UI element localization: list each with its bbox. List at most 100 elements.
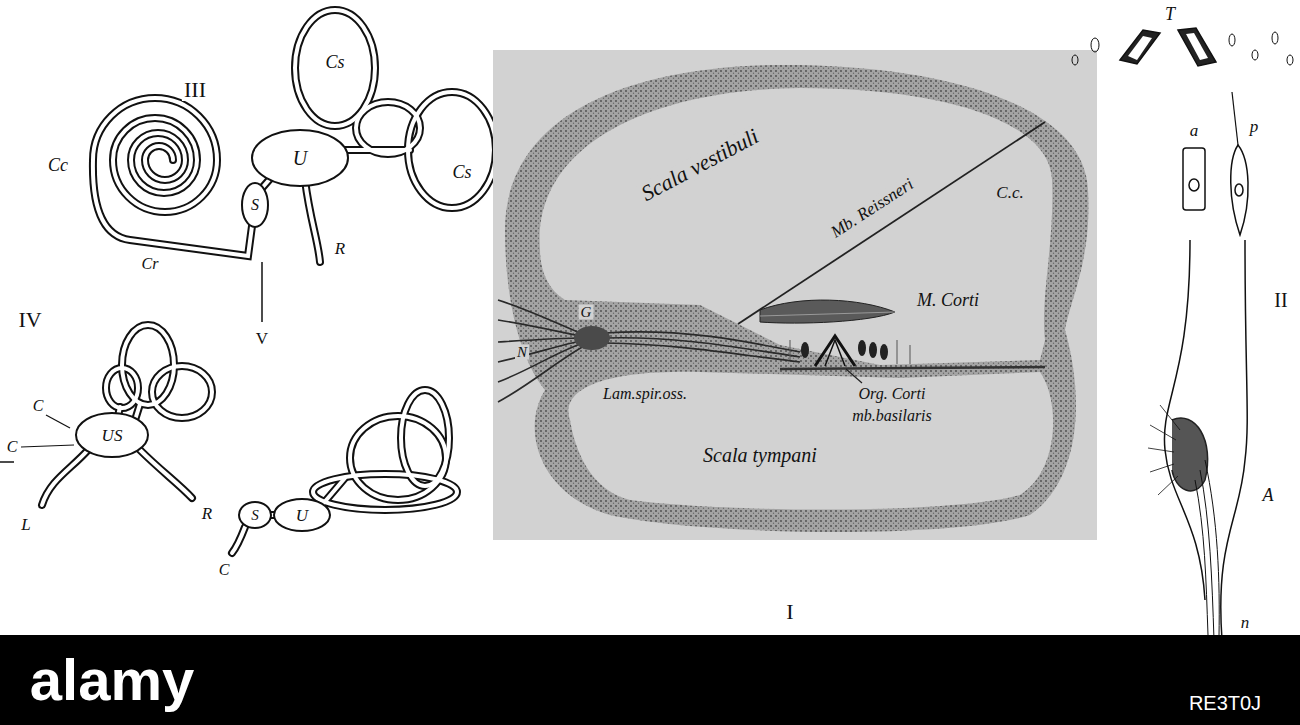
watermark-bar [0,635,1300,725]
part-label: C [5,439,20,455]
part-label: S [249,197,261,213]
part-label: V [254,330,270,347]
labyrinth-drawing [322,478,345,505]
cochlea-section [880,344,888,360]
otolith-and-hair-cells [1178,28,1216,66]
region-label: Scala tympani [701,445,819,465]
part-label: Org. Corti [857,386,928,402]
figure-number: II [1272,290,1289,310]
labyrinth-drawing [408,92,496,208]
otolith-and-hair-cells [1186,33,1208,60]
labyrinth-drawing [261,262,263,322]
cochlea-section [801,340,888,360]
otolith-and-hair-cells [1091,38,1099,52]
otolith-and-hair-cells [1150,425,1176,440]
labyrinth-drawing [274,499,330,531]
cochlea-section [574,326,610,350]
labyrinth-drawing [232,527,245,553]
cochlea-section [815,336,855,366]
labyrinth-drawing [42,450,88,505]
otolith-and-hair-cells [1195,480,1208,635]
cochlea-section [498,342,586,382]
cochlea-section [815,336,855,366]
part-label: C.c. [994,184,1025,201]
otolith-and-hair-cells [1160,405,1180,430]
labyrinth-drawing [106,368,138,408]
part-label: Lam.spir.oss. [601,386,689,402]
labyrinth-drawing [232,527,245,553]
part-label: Cs [323,53,346,71]
cochlea-section [605,338,800,357]
labyrinth-drawing [313,474,457,510]
otolith-and-hair-cells [1235,184,1243,196]
cochlea-section [760,312,895,316]
part-label: U [294,507,310,524]
part-label: Cs [450,163,473,181]
labyrinth-drawing [93,98,252,256]
labyrinth-drawing [0,461,14,463]
cochlea-section [498,300,585,335]
figure-number: III [182,79,208,101]
labyrinth-drawing [242,183,268,227]
otolith-and-hair-cells [1252,50,1258,60]
part-label: a [1188,122,1201,139]
part-label: M. Corti [915,291,981,309]
labyrinth-drawing [122,325,174,405]
figure-number: IV [16,309,43,331]
cochlea-section [801,342,809,358]
labyrinth-drawing [313,474,457,510]
cochlea-section [910,345,911,364]
part-label: R [333,240,347,257]
part-label: p [1248,118,1261,135]
otolith-and-hair-cells [1231,145,1248,235]
labyrinth-drawing [140,450,192,498]
figure-number: I [784,601,795,623]
labyrinth-drawing [46,415,70,428]
labyrinth-drawing [408,92,496,208]
cochlea-section [505,65,1088,532]
otolith-and-hair-cells [1221,240,1247,640]
cochlea-section [790,340,910,364]
part-label: R [200,505,214,522]
part-label: N [515,345,529,360]
cochlea-section [498,300,800,402]
otolith-and-hair-cells [1120,30,1160,64]
otolith-and-hair-cells [1287,55,1293,65]
labyrinth-drawing [401,390,449,486]
otolith-and-hair-cells [1232,92,1238,145]
otolith-and-hair-cells [1150,464,1174,472]
part-label: S [249,508,261,523]
otolith-and-hair-cells [1072,55,1078,65]
part-label: Mb. Reissneri [826,174,918,242]
otolith-and-hair-cells [1072,28,1293,640]
cochlea-section [498,320,585,337]
otolith-and-hair-cells [1128,36,1152,60]
labyrinth-drawing [140,450,192,498]
watermark: RE3T0J [1187,693,1263,713]
labyrinth-drawing [42,450,88,505]
cochlea-section [738,122,1045,324]
part-label: n [1239,614,1252,631]
cochlea-section [605,343,800,362]
otolith-and-hair-cells [1189,179,1199,191]
otolith-and-hair-cells [1158,476,1178,495]
cochlea-section [498,344,588,402]
cochlea-section [780,367,1045,369]
region-label: Scala vestibuli [636,124,764,206]
labyrinth-drawing [356,102,420,154]
labyrinth-drawing [295,10,375,126]
labyrinth-drawing [252,130,348,186]
otolith-and-hair-cells [1229,34,1235,46]
labyrinth-drawing [239,502,271,528]
part-label: Cc [46,156,70,174]
otolith-and-hair-cells [1072,32,1293,65]
part-label: US [100,427,125,444]
cochlea-section [760,300,895,323]
otolith-and-hair-cells [1148,405,1180,495]
part-label: Cr [140,256,161,272]
part-label: U [291,148,309,168]
